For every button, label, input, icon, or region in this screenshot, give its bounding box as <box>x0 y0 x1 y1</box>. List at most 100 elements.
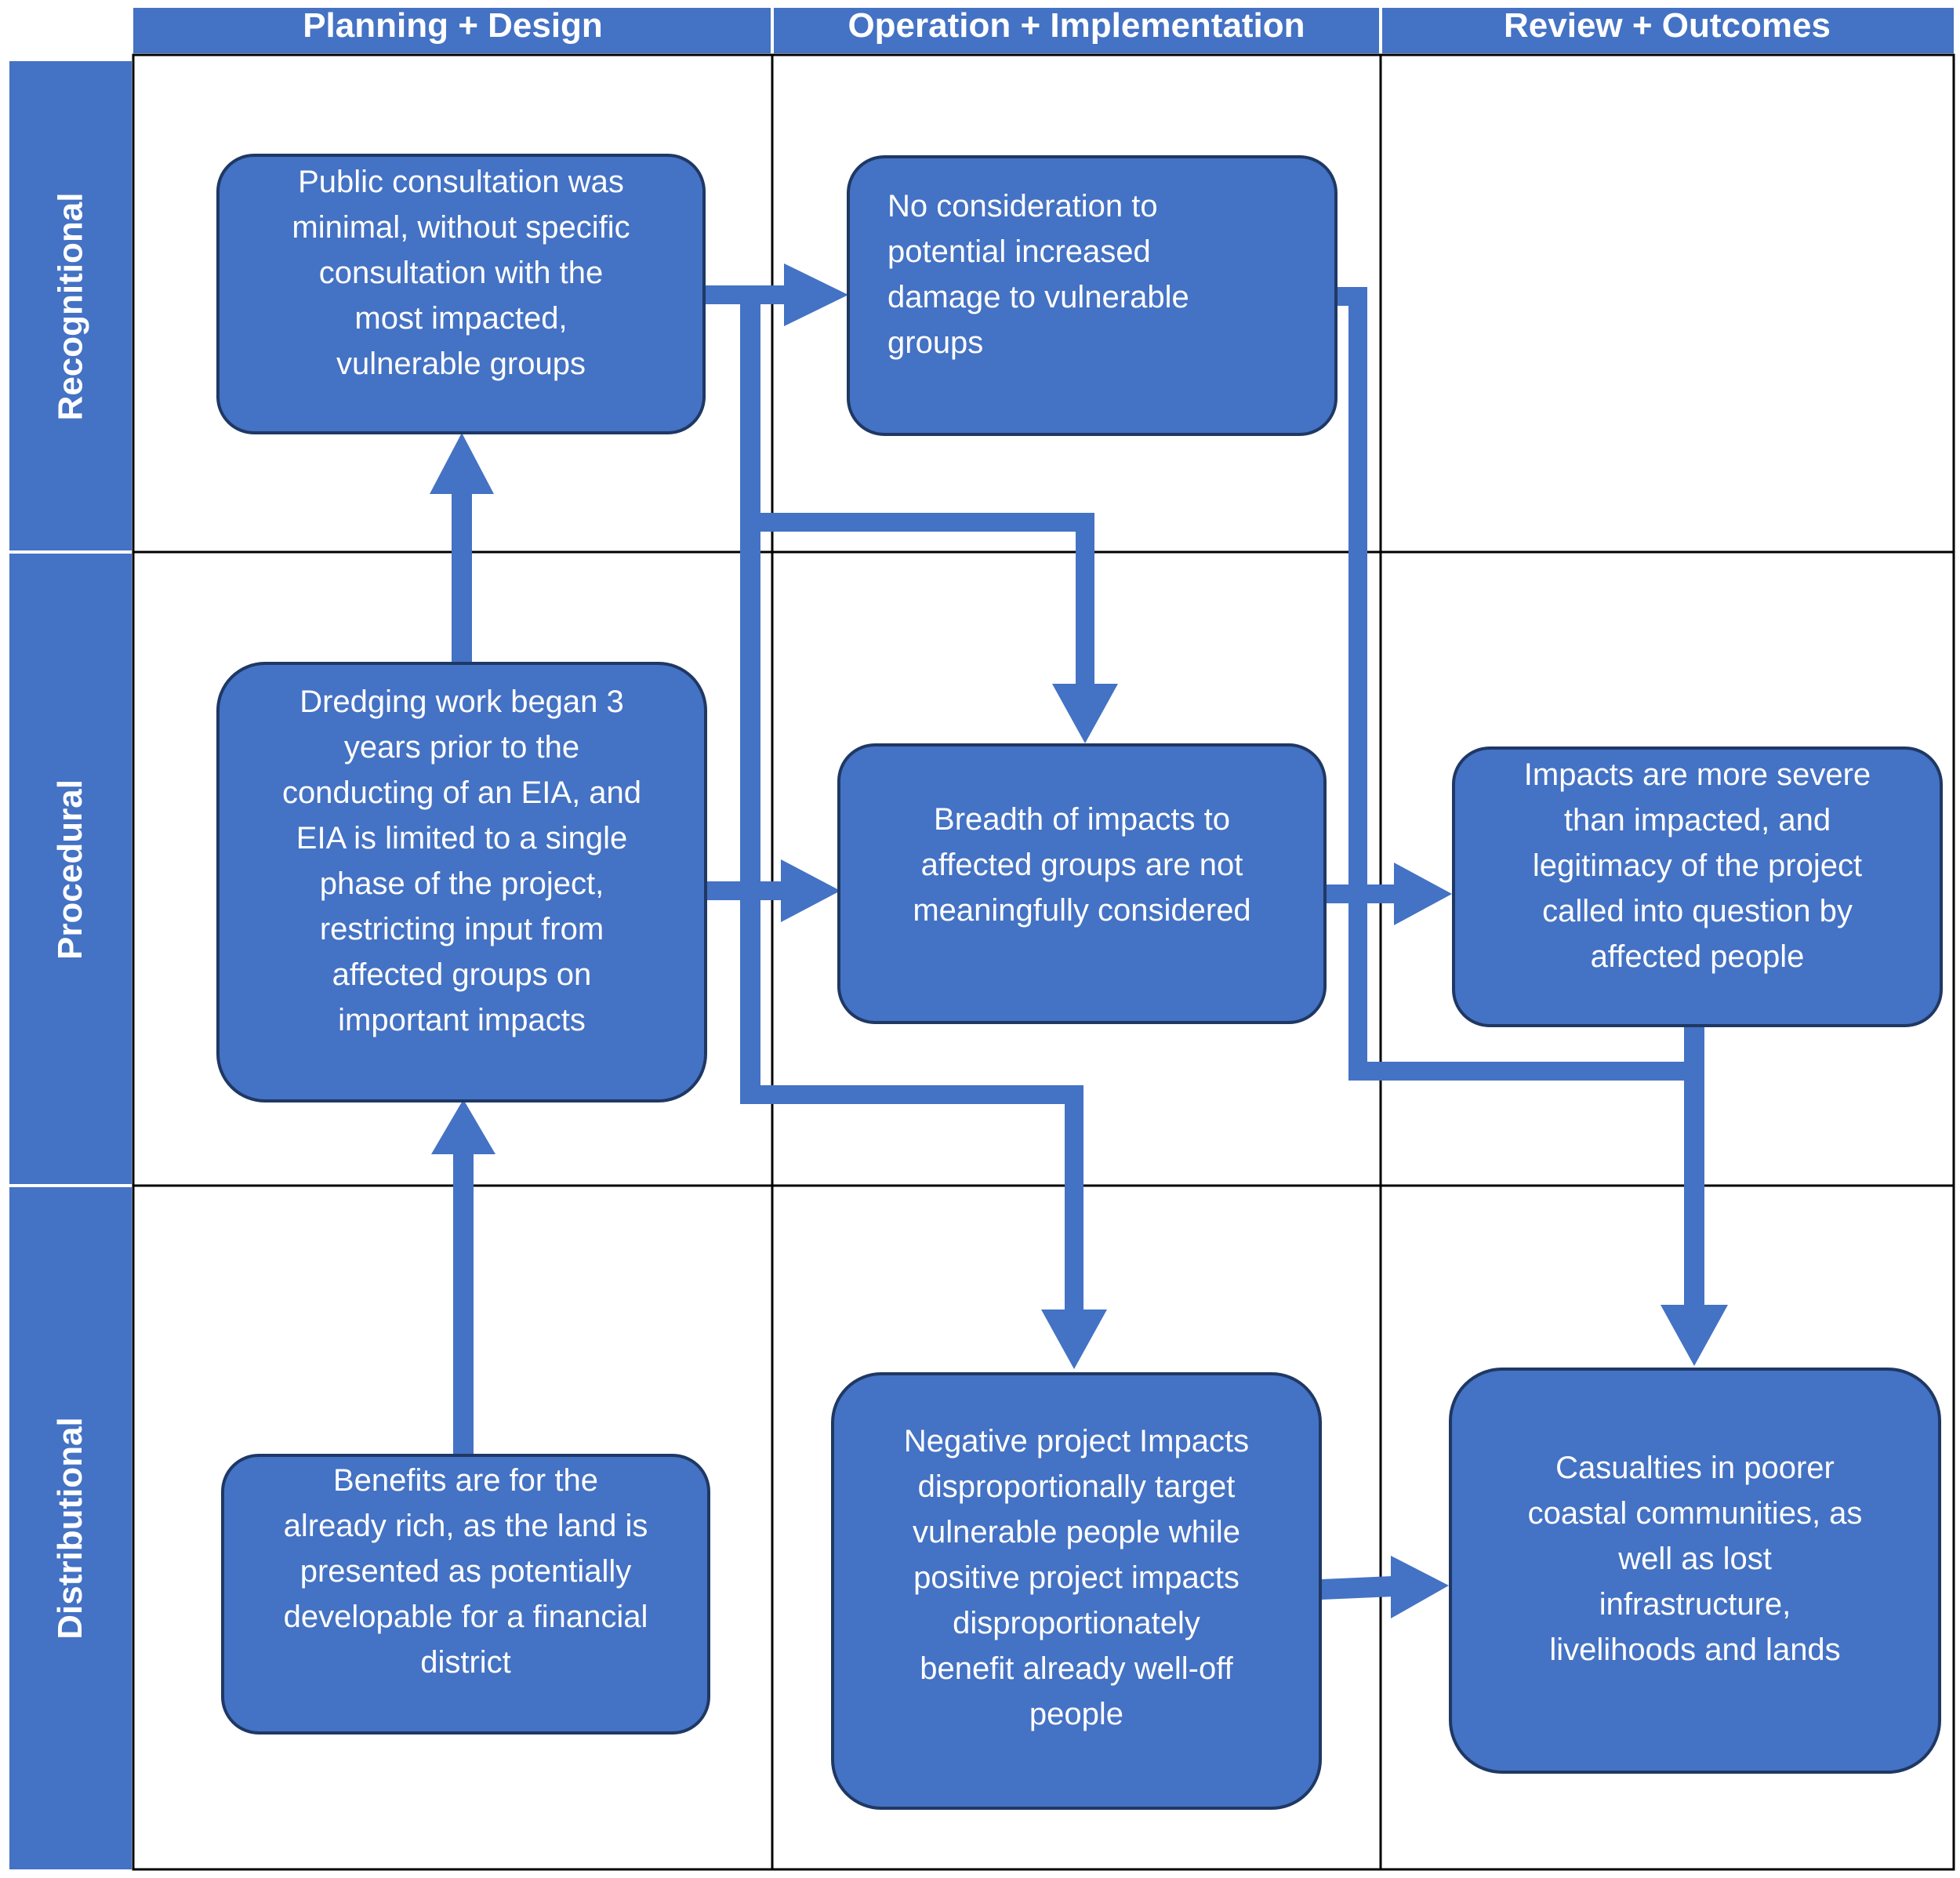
text-line: Negative project Impacts <box>903 1424 1250 1458</box>
text-line: presented as potentially <box>299 1554 632 1589</box>
arrow-head <box>781 859 840 922</box>
text-line: than impacted, and <box>1563 803 1831 837</box>
text-line: district <box>420 1645 511 1680</box>
connector <box>1348 1062 1704 1081</box>
text-line: benefit already well-off <box>920 1651 1233 1686</box>
box-no-consideration <box>847 155 1338 436</box>
boxes <box>216 154 1943 1810</box>
text-line: Dredging work began 3 <box>299 685 624 719</box>
box-text-no-consideration: No consideration to potential increased … <box>848 157 1336 392</box>
text-line: vulnerable groups <box>336 347 586 381</box>
connector <box>1076 513 1094 687</box>
box-impacts-more-severe <box>1452 746 1943 1027</box>
text-line: minimal, without specific <box>292 210 630 245</box>
text-line: already rich, as the land is <box>283 1509 648 1543</box>
text-line: well as lost <box>1618 1542 1772 1576</box>
connector <box>1348 287 1367 1081</box>
box-text-benefits-rich: Benefits are for the already rich, as th… <box>223 1455 709 1687</box>
column-header-operation-implementation: Operation + Implementation <box>848 6 1305 45</box>
text-line: livelihoods and lands <box>1549 1633 1841 1667</box>
row-label-separator <box>9 550 132 554</box>
arrow-shaft <box>453 1153 474 1455</box>
box-benefits-rich <box>221 1454 710 1735</box>
text-block: Dredging work began 3 years prior to the… <box>282 679 641 1043</box>
row-label-text: Procedural <box>51 779 89 960</box>
text-line: No consideration to <box>887 189 1158 223</box>
text-block: Casualties in poorer coastal communities… <box>1528 1445 1863 1673</box>
box-dredging-work <box>216 662 707 1102</box>
arrows <box>430 263 1728 1618</box>
text-line: Benefits are for the <box>333 1463 598 1498</box>
box-casualties <box>1449 1368 1941 1774</box>
arrow-head <box>784 263 848 326</box>
column-header-separator <box>771 8 774 53</box>
arrow-head <box>1394 863 1452 925</box>
arrow-shaft <box>1322 1576 1394 1600</box>
column-header-review-outcomes: Review + Outcomes <box>1504 6 1831 45</box>
text-line: Public consultation was <box>298 165 624 199</box>
box-breadth-of-impacts <box>837 743 1327 1024</box>
text-block: Breadth of impacts to affected groups ar… <box>913 797 1250 933</box>
text-line: potential increased <box>887 234 1151 269</box>
column-header-separator <box>1379 8 1382 53</box>
column-header-planning-design: Planning + Design <box>303 6 603 45</box>
row-label-recognitional: Recognitional <box>9 61 132 552</box>
text-line: Breadth of impacts to <box>934 802 1230 837</box>
text-line: important impacts <box>338 1003 586 1037</box>
connector <box>1065 1085 1083 1313</box>
box-public-consultation <box>216 154 706 434</box>
text-block: Benefits are for the already rich, as th… <box>284 1458 648 1685</box>
text-block: Impacts are more severe than impacted, a… <box>1524 752 1871 979</box>
connector <box>740 289 760 1104</box>
grid-border <box>132 53 1955 1871</box>
connector <box>1684 1024 1704 1306</box>
connector <box>740 513 1094 532</box>
arrow-head <box>1041 1310 1107 1369</box>
text-line: years prior to the <box>343 730 580 765</box>
text-line: legitimacy of the project <box>1532 848 1863 883</box>
text-line: affected groups are not <box>920 848 1243 882</box>
text-line: coastal communities, as <box>1527 1496 1863 1531</box>
text-line: most impacted, <box>354 301 568 336</box>
text-line: phase of the project, <box>319 866 604 901</box>
text-line: called into question by <box>1542 894 1853 928</box>
text-block: Public consultation was minimal, without… <box>292 159 630 387</box>
arrow-head <box>1661 1305 1728 1366</box>
box-text-casualties: Casualties in poorer coastal communities… <box>1450 1369 1940 1749</box>
text-line: restricting input from <box>319 912 604 946</box>
box-text-dredging-work: Dredging work began 3 years prior to the… <box>218 663 706 1059</box>
row-label-separator <box>9 1184 132 1187</box>
row-label-distributional: Distributional <box>9 1187 132 1869</box>
text-line: people <box>1029 1697 1124 1731</box>
arrow-head <box>1391 1556 1449 1618</box>
box-text-public-consultation: Public consultation was minimal, without… <box>218 155 704 390</box>
grid <box>132 53 1955 1871</box>
arrow-shaft <box>452 492 472 663</box>
text-line: positive project impacts <box>913 1560 1240 1595</box>
text-line: consultation with the <box>318 256 604 290</box>
text-line: affected groups on <box>332 957 592 992</box>
arrow-head <box>431 1099 495 1154</box>
row-label-bar <box>9 61 132 1869</box>
text-line: disproportionately <box>953 1606 1200 1640</box>
text-line: groups <box>887 325 984 360</box>
arrow-head <box>430 433 494 494</box>
box-negative-impacts <box>831 1372 1322 1810</box>
row-label-text: Distributional <box>51 1417 89 1640</box>
row-label-procedural: Procedural <box>9 554 132 1186</box>
arrow-head <box>1052 684 1118 743</box>
text-line: damage to vulnerable <box>887 280 1189 314</box>
text-line: Impacts are more severe <box>1523 757 1871 792</box>
text-line: vulnerable people while <box>912 1515 1241 1549</box>
text-block: No consideration to potential increased … <box>887 183 1189 365</box>
column-header-bar <box>133 8 1954 53</box>
text-line: affected people <box>1590 939 1805 974</box>
text-block: Negative project Impacts disproportional… <box>904 1418 1249 1737</box>
text-line: conducting of an EIA, and <box>281 776 642 810</box>
box-text-negative-impacts: Negative project Impacts disproportional… <box>833 1374 1320 1782</box>
text-line: meaningfully considered <box>913 893 1251 928</box>
text-line: developable for a financial <box>283 1600 648 1634</box>
box-text-breadth-of-impacts: Breadth of impacts to affected groups ar… <box>839 745 1325 985</box>
